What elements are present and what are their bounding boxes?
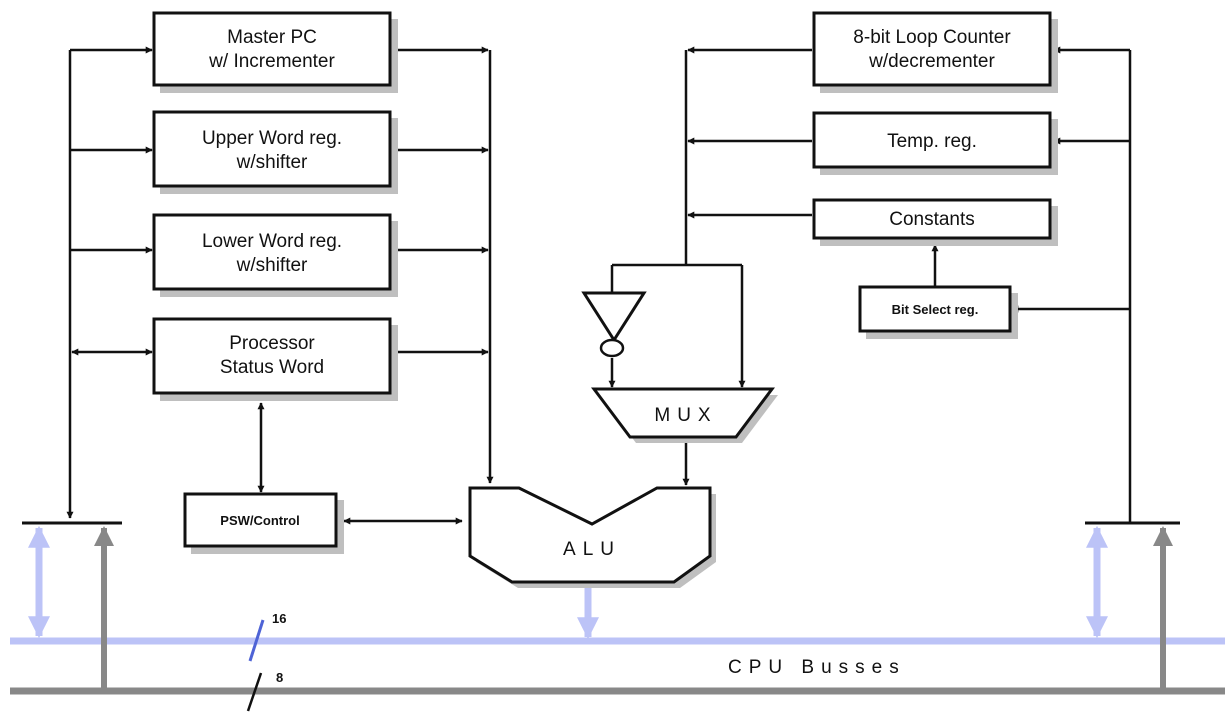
master-pc-block: Master PC w/ Incrementer <box>152 11 398 93</box>
bus-8-width-label: 8 <box>276 670 283 685</box>
psw-control-block: PSW/Control <box>183 492 344 554</box>
upper-word-label-line2: w/shifter <box>236 152 308 173</box>
inverter-bubble <box>599 338 625 358</box>
bus-16-width-tick <box>248 619 265 662</box>
loop-counter-block: 8-bit Loop Counter w/decrementer <box>812 11 1058 93</box>
constants-block: Constants <box>812 198 1058 246</box>
psw-control-label: PSW/Control <box>220 513 299 528</box>
temp-reg-block: Temp. reg. <box>812 111 1058 175</box>
constants-label: Constants <box>889 209 975 230</box>
inverter-triangle <box>581 291 647 343</box>
master-pc-label-line2: w/ Incrementer <box>208 51 335 72</box>
alu-block: ALU <box>468 486 716 588</box>
bus-8-width-tick <box>246 672 263 712</box>
upper-word-block: Upper Word reg. w/shifter <box>152 110 398 194</box>
alu-label: ALU <box>563 539 621 560</box>
temp-reg-label: Temp. reg. <box>887 131 977 152</box>
loop-counter-label-line1: 8-bit Loop Counter <box>853 27 1011 48</box>
psw-label-line1: Processor <box>229 333 315 354</box>
upper-word-label-line1: Upper Word reg. <box>202 128 342 149</box>
master-pc-label-line1: Master PC <box>227 27 317 48</box>
loop-counter-label-line2: w/decrementer <box>868 51 995 72</box>
bit-select-label: Bit Select reg. <box>892 302 979 317</box>
bus-16-width-label: 16 <box>272 611 286 626</box>
mux-block: MUX <box>591 387 778 443</box>
lower-word-block: Lower Word reg. w/shifter <box>152 213 398 297</box>
mux-label: MUX <box>654 405 717 426</box>
psw-block: Processor Status Word <box>152 317 398 401</box>
lower-word-label-line2: w/shifter <box>236 255 308 276</box>
psw-label-line2: Status Word <box>220 357 324 378</box>
lower-word-label-line1: Lower Word reg. <box>202 231 342 252</box>
cpu-busses-label: CPU Busses <box>728 657 906 678</box>
bit-select-block: Bit Select reg. <box>858 285 1018 339</box>
